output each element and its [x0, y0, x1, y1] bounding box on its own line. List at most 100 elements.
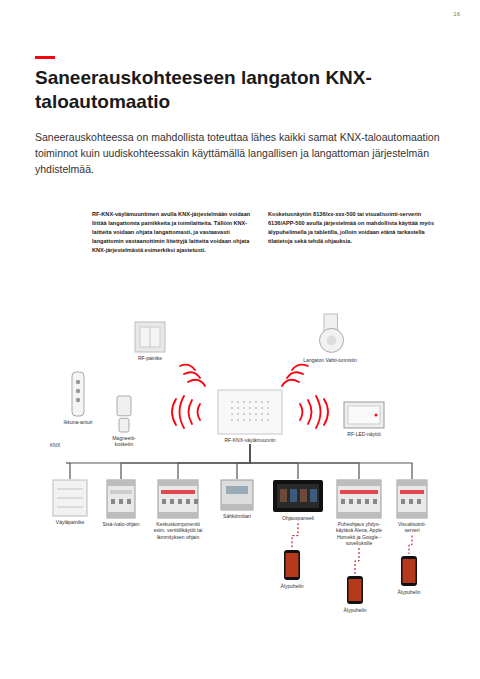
display-face — [348, 406, 380, 424]
din-switch — [194, 499, 198, 504]
device-node: Puheohjaus yhdys-käytävä Alexa, Apple Ho… — [332, 480, 386, 546]
device-icon — [117, 396, 131, 432]
knx-bus-line — [250, 444, 298, 479]
vent-dot — [237, 407, 239, 409]
pushbutton-frame — [53, 480, 87, 516]
display-led — [375, 414, 378, 417]
screen-tile — [310, 489, 317, 502]
din-terminals — [397, 480, 427, 486]
device-icon — [135, 322, 165, 352]
knx-bus-line — [178, 444, 250, 479]
device-node: RF-painike — [128, 322, 172, 361]
din-switch — [373, 499, 377, 504]
din-switch — [349, 499, 353, 504]
display-frame — [344, 402, 384, 428]
column-text: Kosketusnäytön 8136/xx-xxx-500 tai visua… — [268, 210, 436, 246]
vent-dot — [261, 419, 263, 421]
phone-body — [401, 556, 417, 586]
device-node: Keskuskomponentti esim. venttiilikäytöt … — [150, 480, 206, 540]
app-link-line — [292, 523, 298, 548]
pushbutton-rocker — [57, 489, 83, 490]
din-module — [337, 480, 381, 518]
column-text: RF-KNX-väylämuuntimen avulla KNX-järjest… — [92, 210, 254, 255]
device-node: Älypuhelin — [340, 576, 370, 613]
radio-wave — [189, 400, 193, 424]
device-icon — [347, 576, 363, 604]
device-caption: Ikkuna-anturi — [60, 419, 96, 425]
page-title: Saneerauskohteeseen langaton KNX-taloaut… — [35, 66, 445, 114]
device-caption: Älypuhelin — [340, 607, 370, 613]
vent-dot — [255, 401, 257, 403]
magnet-part — [119, 418, 129, 432]
vent-dot — [243, 413, 245, 415]
radio-wave — [308, 400, 312, 424]
meter-terminals — [221, 504, 253, 510]
device-node: Älypuhelin — [394, 556, 424, 595]
pushbutton-rocker — [57, 498, 83, 499]
vent-dot — [267, 413, 269, 415]
vent-dot — [231, 419, 233, 421]
device-caption: Puheohjaus yhdys-käytävä Alexa, Apple Ho… — [332, 521, 386, 546]
sensor-dome — [320, 328, 344, 352]
din-switch — [162, 499, 166, 504]
radio-wave — [198, 404, 201, 420]
device-icon — [337, 480, 381, 518]
screen-tile — [280, 489, 287, 502]
din-switch — [178, 499, 182, 504]
vent-dot — [243, 419, 245, 421]
device-node: Sisä-/valo-ohjain — [100, 480, 142, 527]
remote-body — [72, 372, 84, 416]
radio-wave — [184, 372, 200, 378]
din-switch — [170, 499, 174, 504]
din-switch — [119, 499, 123, 504]
magnet-part — [117, 396, 131, 416]
din-label — [110, 490, 132, 494]
phone-body — [347, 576, 363, 604]
vent-dot — [231, 413, 233, 415]
vent-dot — [249, 407, 251, 409]
device-caption: RF-KNX-väylämuunnin — [205, 437, 295, 443]
device-icon — [218, 390, 282, 434]
remote-button — [76, 398, 80, 402]
radio-wave — [282, 380, 299, 386]
device-icon — [53, 480, 87, 516]
device-node: Ikkuna-anturi — [60, 372, 96, 425]
device-caption: RF-painike — [128, 355, 172, 361]
radio-wave — [180, 396, 185, 428]
remote-button — [76, 380, 80, 384]
phone-screen — [349, 579, 362, 601]
knx-bus-line — [66, 462, 70, 463]
device-caption: Magneetti-kosketin — [104, 435, 144, 448]
vent-dot — [261, 407, 263, 409]
vent-dot — [249, 419, 251, 421]
device-caption: Ohjauspaneeli — [270, 515, 326, 521]
radio-wave — [300, 404, 303, 420]
din-switch — [409, 499, 413, 504]
vent-dot — [267, 401, 269, 403]
device-caption: Langaton Vahti-tunnistin — [303, 357, 357, 363]
radio-wave — [324, 399, 328, 425]
switch-split — [150, 327, 151, 347]
phone-screen — [286, 553, 299, 577]
phone-screen — [403, 559, 416, 583]
phone-body — [284, 550, 300, 580]
din-terminals — [337, 480, 381, 486]
screen-tile — [290, 489, 297, 502]
vent-dot — [237, 401, 239, 403]
screen-tile — [300, 489, 307, 502]
din-switch — [111, 499, 115, 504]
switch-rocker — [140, 327, 160, 347]
device-caption: Älypuhelin — [394, 589, 424, 595]
device-icon — [284, 550, 300, 580]
knx-bus-line — [237, 444, 250, 479]
knx-bus-line — [250, 444, 359, 479]
pushbutton-rocker — [57, 507, 83, 508]
knx-bus-line — [70, 444, 250, 479]
din-switch — [127, 499, 131, 504]
device-caption: Älypuhelin — [277, 583, 307, 589]
switch-frame — [135, 322, 165, 352]
device-icon — [401, 556, 417, 586]
vent-dot — [261, 401, 263, 403]
device-caption: Väyläpainike — [48, 519, 92, 525]
